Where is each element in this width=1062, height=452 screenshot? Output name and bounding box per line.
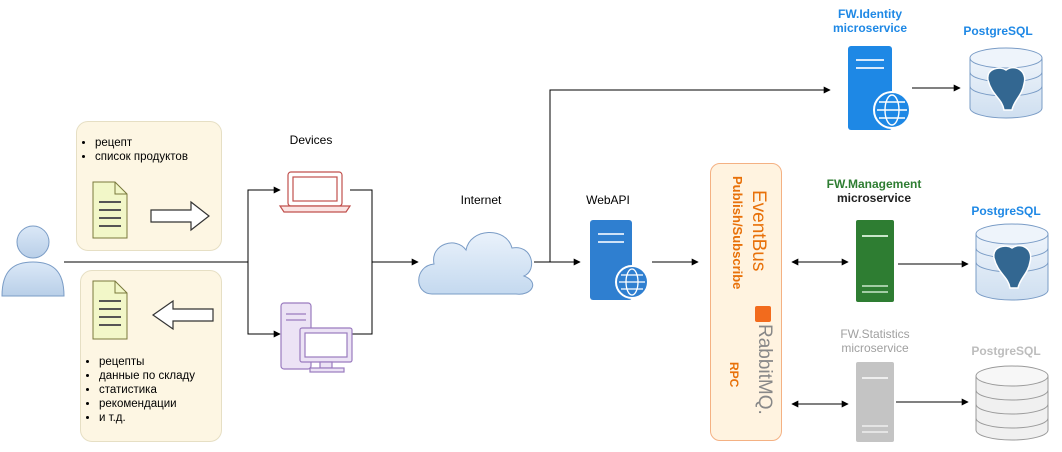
rabbitmq-logo-icon <box>755 306 771 322</box>
connectors <box>64 84 969 408</box>
pubsub-label: Publish/Subscribe <box>730 176 745 290</box>
response-box: рецепты данные по складу статистика реко… <box>80 270 222 442</box>
list-item: статистика <box>99 383 195 397</box>
laptop-icon <box>278 171 352 213</box>
rabbitmq-label: RabbitMQ. <box>754 324 775 415</box>
event-bus-box: EventBus Publish/Subscribe RabbitMQ. RPC <box>710 163 782 441</box>
user-icon <box>1 225 65 297</box>
postgres-label-identity: PostgreSQL <box>963 24 1033 38</box>
webapi-label: WebAPI <box>586 193 630 207</box>
webapi-server-icon <box>590 220 649 300</box>
internet-to-identity-arrow <box>534 86 831 263</box>
cloud-icon <box>418 232 534 295</box>
response-list: рецепты данные по складу статистика реко… <box>81 355 195 425</box>
document-arrow-left-icon <box>92 280 214 340</box>
devices-label: Devices <box>289 133 333 147</box>
list-item: рецепты <box>99 355 195 369</box>
eventbus-label: EventBus <box>748 190 769 272</box>
desktop-icon <box>280 302 353 373</box>
statistics-server-icon <box>856 362 894 442</box>
desktop-to-internet-line <box>350 262 373 335</box>
rpc-label: RPC <box>727 362 741 388</box>
database-icon-statistics <box>975 365 1049 441</box>
document-arrow-right-icon <box>92 181 210 239</box>
to-desktop-arrow <box>247 262 281 338</box>
internet-label: Internet <box>460 193 502 207</box>
postgres-label-statistics: PostgreSQL <box>971 344 1041 358</box>
laptop-to-internet-arrow <box>350 189 419 266</box>
request-box: рецепт список продуктов <box>76 121 222 251</box>
to-laptop-arrow <box>247 186 281 262</box>
list-item: список продуктов <box>95 150 221 164</box>
list-item: и т.д. <box>99 411 195 425</box>
postgres-label-management: PostgreSQL <box>971 204 1041 218</box>
list-item: рецепт <box>95 136 221 150</box>
management-server-icon <box>856 220 894 302</box>
statistics-label: FW.Statistics microservice <box>840 327 910 355</box>
identity-label: FW.Identity microservice <box>832 7 908 35</box>
postgres-elephant-icon <box>993 244 1032 289</box>
management-label: FW.Management microservice <box>826 177 922 205</box>
list-item: рекомендации <box>99 397 195 411</box>
request-list: рецепт список продуктов <box>77 136 221 164</box>
postgres-elephant-icon <box>987 66 1026 111</box>
identity-server-icon <box>848 46 911 130</box>
list-item: данные по складу <box>99 369 195 383</box>
